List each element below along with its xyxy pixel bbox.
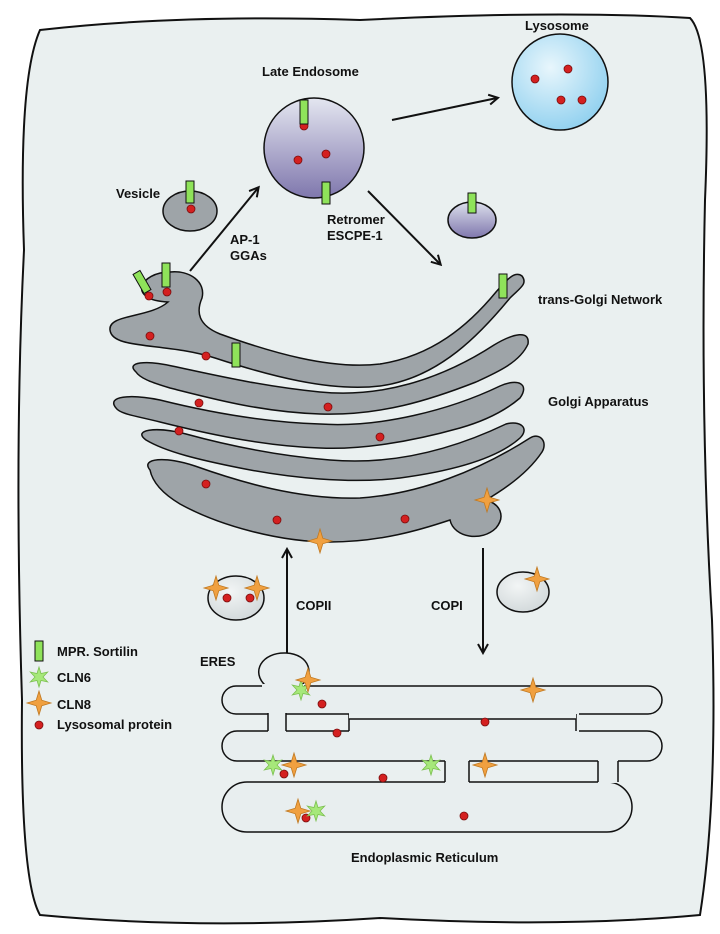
cln8-diamond <box>294 666 322 694</box>
cln8-diamond <box>202 574 230 602</box>
mpr-receptor <box>467 192 477 214</box>
retromer-label: Retromer <box>327 212 385 227</box>
trans-golgi-network-label: trans-Golgi Network <box>538 292 663 307</box>
golgi-proteins <box>174 398 410 525</box>
cln8-diamond <box>523 565 551 593</box>
er-proteins <box>279 699 490 823</box>
cln8-diamond <box>243 574 271 602</box>
golgi-cisterna <box>113 381 525 450</box>
legend-label-cln6: CLN6 <box>57 670 91 685</box>
cln6-proteins <box>263 678 441 823</box>
golgi-cisterna-cis <box>147 435 545 543</box>
cln6-legend-star <box>29 665 49 689</box>
cln8-diamond <box>284 797 312 825</box>
cln8-icon <box>25 689 53 717</box>
tgn-receptors <box>132 262 508 368</box>
arrow-to-lysosome <box>391 98 497 121</box>
legend-label-mpr: MPR. Sortilin <box>57 644 138 659</box>
lysosome <box>511 33 609 131</box>
lysosome-label: Lysosome <box>525 18 589 33</box>
cln8-legend-diamond <box>25 689 53 717</box>
late-endosome-label: Late Endosome <box>262 64 359 79</box>
golgi-cisterna <box>132 334 529 415</box>
mpr-receptor <box>321 181 331 205</box>
golgi-apparatus-label: Golgi Apparatus <box>548 394 649 409</box>
late-endosome <box>263 97 365 199</box>
lysosomal-protein <box>222 593 232 603</box>
cln8-diamond <box>473 486 501 514</box>
mpr-sortilin-icon <box>34 640 44 662</box>
cln8-diamond <box>471 751 499 779</box>
cln8-diamond <box>519 676 547 704</box>
lysosomal-protein <box>245 593 255 603</box>
cln8-diamond <box>280 751 308 779</box>
endoplasmic-reticulum <box>221 652 663 833</box>
escpe1-label: ESCPE-1 <box>327 228 383 243</box>
lysosome-proteins <box>530 64 587 105</box>
lysosomal-protein-icon <box>34 720 44 730</box>
cln6-star <box>263 753 283 777</box>
ggas-label: GGAs <box>230 248 267 263</box>
legend-label-cln8: CLN8 <box>57 697 91 712</box>
cln8-diamond <box>306 527 334 555</box>
cln6-icon <box>29 665 49 689</box>
cln6-star <box>306 799 326 823</box>
arrow-to-endosome <box>189 188 258 272</box>
arrow-retromer <box>367 190 440 264</box>
late-endosome-proteins <box>293 121 331 165</box>
mpr-receptor <box>185 180 195 204</box>
er-label: Endoplasmic Reticulum <box>351 850 499 865</box>
golgi-cisterna <box>141 422 525 482</box>
cln6-star <box>421 753 441 777</box>
vesicle-label: Vesicle <box>116 186 161 201</box>
tgn-proteins <box>144 287 211 361</box>
copi-label: COPI <box>431 598 463 613</box>
trans-golgi-network <box>109 271 525 389</box>
copii-label: COPII <box>296 598 332 613</box>
ap1-label: AP-1 <box>230 232 260 247</box>
mpr-receptor <box>299 99 309 125</box>
eres-label: ERES <box>200 654 236 669</box>
cln8-proteins <box>202 486 551 825</box>
legend-label-lysosomal-protein: Lysosomal protein <box>57 717 173 732</box>
lysosomal-protein <box>186 204 196 214</box>
